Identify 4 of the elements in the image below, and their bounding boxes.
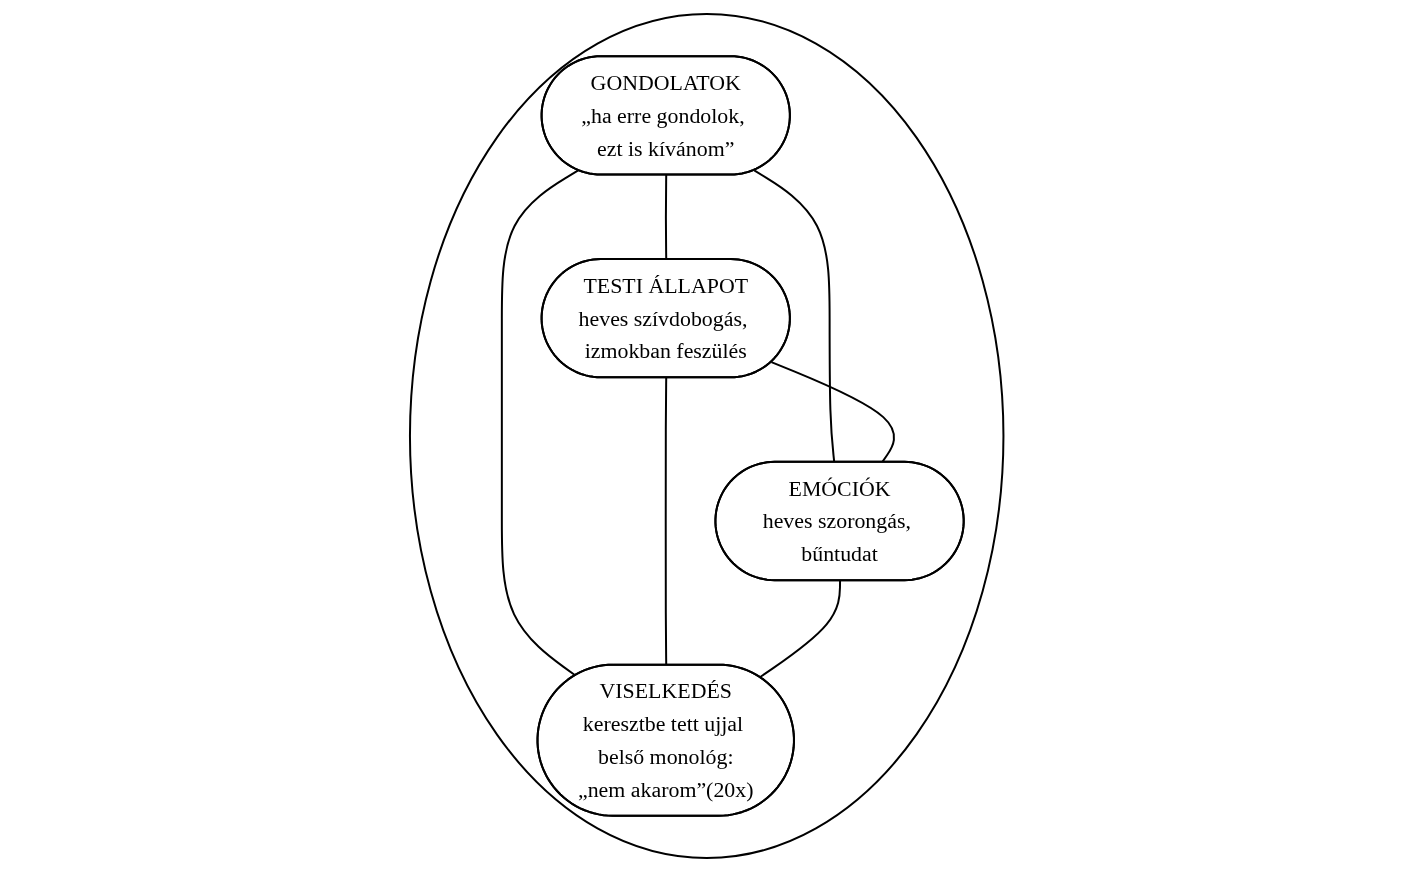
connector [500, 169, 579, 677]
connector [758, 579, 841, 679]
cluster [408, 12, 1005, 860]
connector [664, 174, 668, 261]
